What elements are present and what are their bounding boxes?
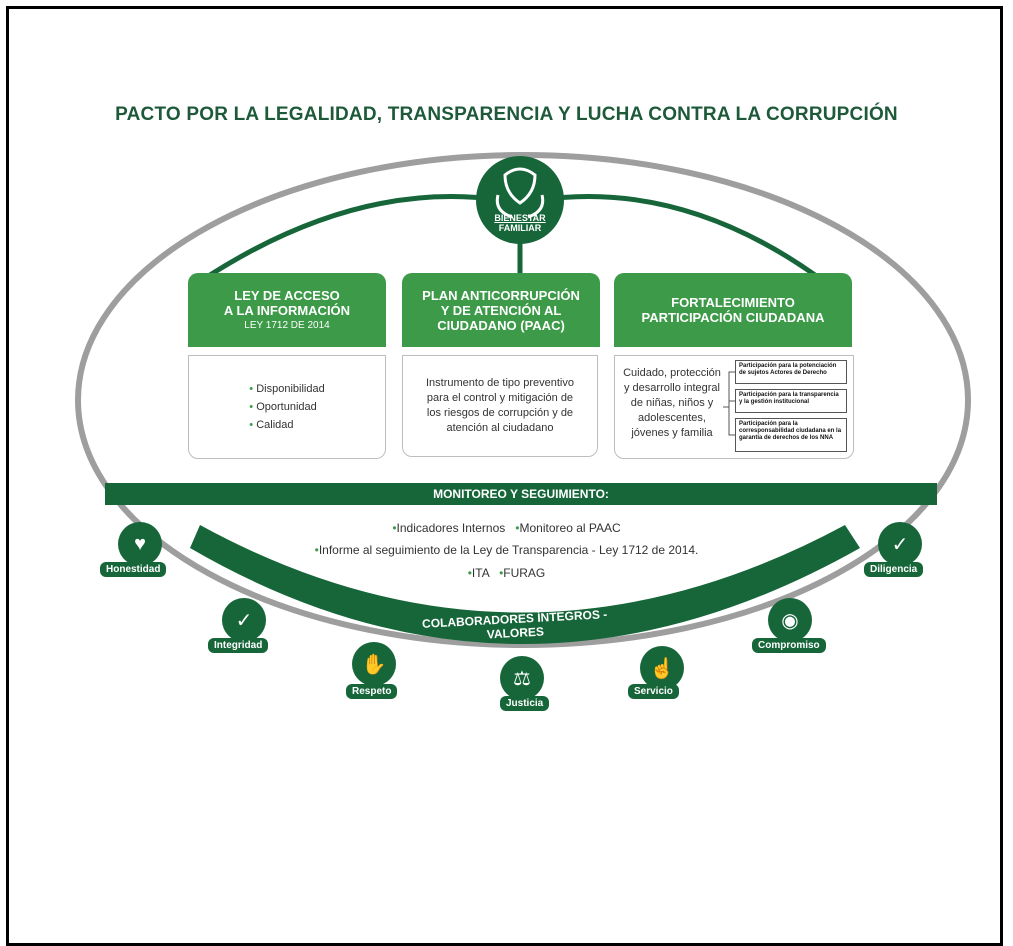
logo-line1: BIENESTAR bbox=[494, 213, 546, 223]
participation-box-1: Participación para la potenciación de su… bbox=[735, 360, 847, 384]
logo-line2: FAMILIAR bbox=[498, 223, 542, 233]
column-1-heading-line1: LEY DE ACCESO bbox=[234, 287, 340, 303]
column-3-heading: FORTALECIMIENTO PARTICIPACIÓN CIUDADANA bbox=[614, 273, 852, 347]
monitoring-item: ITA bbox=[471, 566, 490, 580]
column-3-text: Cuidado, protección y desarrollo integra… bbox=[623, 367, 721, 439]
value-respeto: Respeto bbox=[346, 684, 398, 699]
column-1-bullets: Disponibilidad Oportunidad Calidad bbox=[249, 377, 325, 437]
monitoring-item: Monitoreo al PAAC bbox=[519, 521, 621, 535]
logo-text: BIENESTAR FAMILIAR bbox=[490, 213, 550, 233]
column-2-heading-line3: CIUDADANO (PAAC) bbox=[437, 317, 565, 333]
value-servicio: Servicio bbox=[628, 684, 679, 699]
value-justicia: Justicia bbox=[500, 696, 550, 711]
bullet-item: Oportunidad bbox=[249, 401, 324, 413]
value-honestidad: Honestidad bbox=[100, 562, 167, 577]
logo-circle bbox=[476, 156, 564, 244]
column-1-heading: LEY DE ACCESO A LA INFORMACIÓN LEY 1712 … bbox=[188, 273, 386, 347]
hand-heart-icon: ♥ bbox=[118, 522, 162, 566]
medal-icon: ◉ bbox=[768, 598, 812, 642]
monitoring-line-1: •Indicadores Internos •Monitoreo al PAAC bbox=[392, 521, 621, 535]
handshake-icon: ✋ bbox=[352, 642, 396, 686]
column-1-heading-line2: A LA INFORMACIÓN bbox=[223, 302, 351, 318]
bullet-item: Disponibilidad bbox=[249, 383, 325, 395]
check-badge-icon: ✓ bbox=[878, 522, 922, 566]
outer-oval bbox=[75, 152, 971, 648]
participation-box-2: Participación para la transparencia y la… bbox=[735, 389, 847, 413]
participation-box-3: Participación para la corresponsabilidad… bbox=[735, 418, 847, 452]
column-3-body: Cuidado, protección y desarrollo integra… bbox=[614, 355, 854, 459]
column-3-heading-line2: PARTICIPACIÓN CIUDADANA bbox=[641, 310, 825, 325]
shield-check-icon: ✓ bbox=[222, 598, 266, 642]
bullet-item: Calidad bbox=[249, 419, 324, 431]
values-arc-band bbox=[190, 525, 860, 644]
column-2-heading: PLAN ANTICORRUPCIÓN Y DE ATENCIÓN AL CIU… bbox=[402, 273, 600, 347]
monitoring-item: FURAG bbox=[503, 566, 546, 580]
serving-hand-icon: ☝ bbox=[640, 646, 684, 690]
page-title: PACTO POR LA LEGALIDAD, TRANSPARENCIA Y … bbox=[115, 104, 898, 125]
column-1-subheading: LEY 1712 DE 2014 bbox=[244, 319, 330, 331]
monitoring-item: Indicadores Internos bbox=[396, 521, 506, 535]
column-2-heading-line1: PLAN ANTICORRUPCIÓN bbox=[422, 287, 580, 303]
right-arch bbox=[539, 194, 817, 278]
scales-icon: ⚖ bbox=[500, 656, 544, 700]
monitoring-line-3: •ITA •FURAG bbox=[467, 566, 546, 580]
monitoring-line-2: •Informe al seguimiento de la Ley de Tra… bbox=[314, 543, 699, 557]
column-2-body: Instrumento de tipo preventivo para el c… bbox=[402, 355, 598, 457]
column-2-heading-line2: Y DE ATENCIÓN AL bbox=[440, 302, 562, 318]
value-compromiso: Compromiso bbox=[752, 638, 826, 653]
column-1-body: Disponibilidad Oportunidad Calidad bbox=[188, 355, 386, 459]
left-arch bbox=[208, 194, 501, 278]
monitoring-item: Informe al seguimiento de la Ley de Tran… bbox=[318, 543, 699, 557]
value-integridad: Integridad bbox=[208, 638, 269, 653]
column-3-heading-line1: FORTALECIMIENTO bbox=[671, 295, 795, 310]
value-diligencia: Diligencia bbox=[864, 562, 924, 577]
bracket-lines bbox=[723, 371, 735, 436]
family-hands-icon bbox=[495, 167, 545, 219]
monitoring-bar: MONITOREO Y SEGUIMIENTO: bbox=[105, 483, 937, 505]
column-2-text: Instrumento de tipo preventivo para el c… bbox=[426, 377, 574, 434]
